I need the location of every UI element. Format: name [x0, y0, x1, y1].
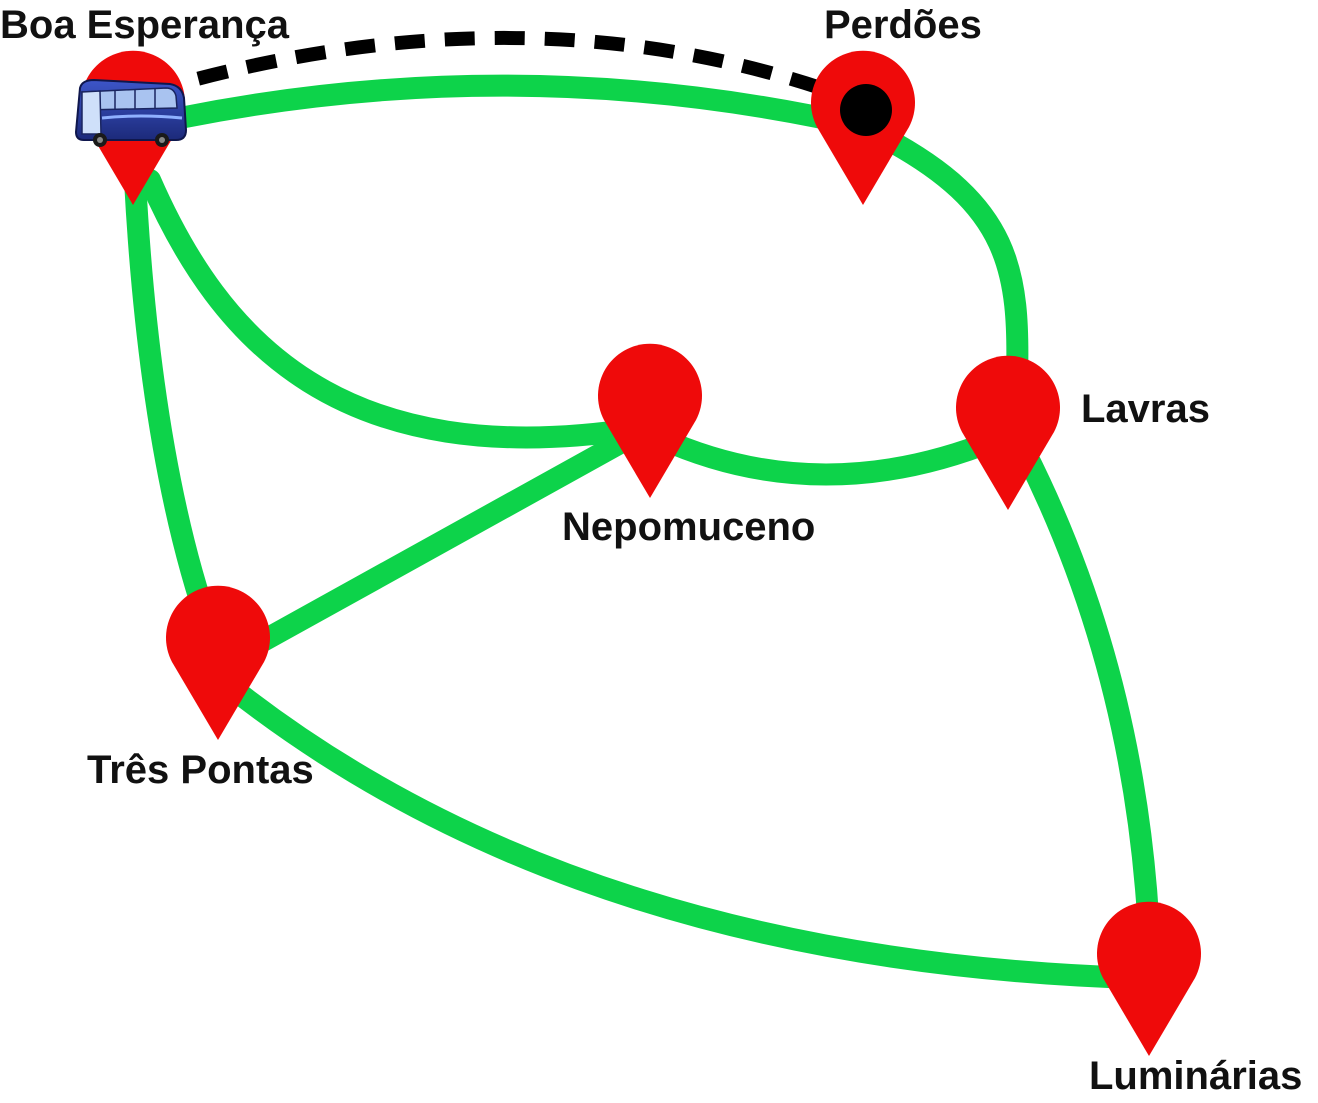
- city-label-nepomuceno: Nepomuceno: [562, 505, 815, 549]
- route-nepomuceno-lavras: [649, 427, 1006, 486]
- route-boa-esperanca-perdoes: [169, 74, 866, 136]
- route-perdoes-lavras: [874, 127, 1029, 391]
- current-position-dot-icon: [840, 84, 892, 136]
- travelled-path-dashed: [148, 31, 858, 107]
- city-label-luminarias: Luminárias: [1089, 1054, 1302, 1098]
- route-nepomuceno-tres-pontas: [214, 421, 651, 673]
- route-boa-esperanca-tres-pontas: [124, 169, 221, 641]
- route-tres-pontas-luminarias: [211, 669, 1146, 989]
- map-pin-icon-tres-pontas[interactable]: [166, 585, 270, 740]
- city-label-tres-pontas: Três Pontas: [87, 748, 314, 792]
- map-pin-icon-luminarias[interactable]: [1097, 901, 1201, 1056]
- map-pin-icon-lavras[interactable]: [956, 355, 1060, 510]
- routes-layer: [124, 74, 1161, 989]
- bus-icon: [74, 78, 188, 147]
- city-label-perdoes: Perdões: [824, 3, 982, 47]
- route-lavras-luminarias: [1014, 441, 1161, 966]
- city-label-lavras: Lavras: [1081, 387, 1210, 431]
- labels-layer: Boa Esperança Perdões Nepomuceno Lavras …: [0, 3, 1302, 1098]
- route-boa-esperanca-nepomuceno: [139, 169, 651, 449]
- city-label-boa-esperanca: Boa Esperança: [0, 3, 290, 47]
- map-pin-icon-nepomuceno[interactable]: [598, 343, 702, 498]
